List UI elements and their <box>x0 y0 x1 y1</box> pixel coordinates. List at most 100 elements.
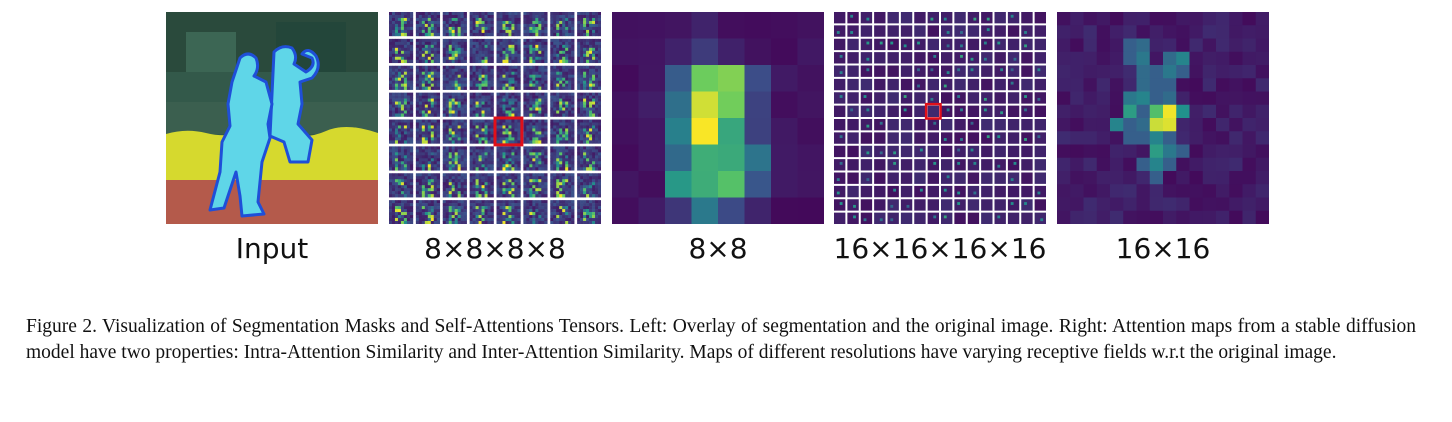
tensor8-cell <box>529 179 533 183</box>
tensor8-cell <box>389 17 393 22</box>
tensor8-cell <box>550 125 554 129</box>
tensor8-cell <box>577 152 581 156</box>
tensor8-cell <box>532 113 536 117</box>
tensor8-cell <box>463 26 467 31</box>
tensor8-cell <box>496 20 500 25</box>
tensor8-cell <box>430 29 435 34</box>
tensor8-cell <box>433 86 438 90</box>
tensor8-cell <box>517 128 521 132</box>
tensor8-cell <box>529 71 533 76</box>
tensor8-cell <box>487 38 491 43</box>
tensor8-cell <box>526 98 530 102</box>
tensor8-cell <box>544 191 548 195</box>
tensor8-cell <box>418 131 423 135</box>
tensor8-cell <box>535 146 539 150</box>
tensor8-cell <box>592 44 596 49</box>
tensor8-cell <box>460 137 464 141</box>
tensor8-cell <box>445 221 450 224</box>
tensor8-cell <box>421 107 426 111</box>
tensor8-cell <box>502 53 506 58</box>
tensor8-cell <box>502 125 506 129</box>
tensor8-cell <box>487 218 491 222</box>
tensor8-cell <box>583 83 587 87</box>
tensor8-cell <box>487 182 491 186</box>
tensor8-cell <box>403 131 408 135</box>
tensor8-cell <box>517 140 521 144</box>
tensor8-cell <box>589 146 593 150</box>
tensor8-cell <box>580 77 584 81</box>
tensor8-cell <box>430 104 435 108</box>
tensor8-cell <box>391 152 396 156</box>
tensor8-cell <box>598 80 601 84</box>
tensor8-cell <box>535 194 539 198</box>
tensor8-cell <box>463 155 467 159</box>
tensor8-cell <box>571 32 575 37</box>
tensor8-cell <box>535 158 539 162</box>
tensor8-cell <box>421 134 426 138</box>
tensor8-cell <box>481 134 485 138</box>
tensor8-cell <box>403 122 408 126</box>
tensor8-cell <box>526 86 530 90</box>
tensor8-cell <box>586 173 590 177</box>
map16-cell <box>1057 65 1071 79</box>
tensor8-cell <box>517 125 521 129</box>
tensor8-cell <box>427 12 432 16</box>
map16-cell <box>1229 118 1243 132</box>
tensor16-cell <box>1021 119 1033 131</box>
map16-cell <box>1189 65 1204 79</box>
tensor8-cell <box>580 188 584 192</box>
tensor16-cell <box>1021 78 1033 91</box>
tensor8-cell <box>496 128 500 132</box>
tensor8-cell <box>421 98 426 102</box>
tensor8-cell <box>550 59 554 64</box>
tensor8-cell <box>511 200 515 204</box>
tensor8-cell <box>421 188 426 192</box>
map8-cell <box>718 91 745 119</box>
tensor8-cell <box>538 14 542 19</box>
tensor8-cell <box>484 134 488 138</box>
attention-tensor-grid-8 <box>389 12 601 224</box>
tensor8-cell <box>454 56 458 61</box>
tensor8-cell <box>397 20 402 25</box>
tensor16-cell <box>900 159 913 171</box>
tensor8-cell <box>589 125 593 129</box>
tensor8-cell <box>448 221 453 224</box>
tensor8-cell <box>499 209 503 213</box>
tensor16-cell <box>900 172 913 184</box>
tensor8-cell <box>517 74 521 78</box>
tensor8-cell <box>421 215 426 219</box>
tensor8-cell <box>583 113 587 117</box>
tensor8-cell <box>409 104 414 108</box>
tensor8-cell <box>586 23 590 28</box>
tensor8-cell <box>586 146 590 150</box>
tensor8-cell <box>403 29 408 34</box>
tensor8-cell <box>583 12 587 16</box>
tensor8-cell <box>505 17 509 22</box>
tensor8-cell <box>562 203 566 207</box>
tensor8-cell <box>508 47 512 52</box>
tensor8-cell <box>502 119 506 123</box>
tensor8-cell <box>406 137 411 141</box>
tensor8-cell <box>514 155 518 159</box>
tensor8-cell <box>487 80 491 84</box>
map16-cell <box>1189 171 1204 185</box>
tensor8-cell <box>478 50 482 55</box>
tensor8-cell <box>553 44 557 49</box>
tensor8-cell <box>544 59 548 64</box>
tensor8-cell <box>418 119 423 123</box>
tensor8-cell <box>553 113 557 117</box>
tensor8-cell <box>427 83 432 87</box>
tensor8-cell <box>475 14 479 19</box>
tensor8-cell <box>433 140 438 144</box>
tensor8-cell <box>469 155 473 159</box>
tensor8-cell <box>505 23 509 28</box>
tensor16-cell <box>981 159 993 171</box>
tensor8-cell <box>586 71 590 76</box>
tensor8-cell <box>394 101 399 105</box>
tensor8-cell <box>517 146 521 150</box>
tensor8-cell <box>598 203 601 207</box>
tensor8-cell <box>409 56 414 61</box>
tensor8-cell <box>442 23 447 28</box>
tensor8-cell <box>427 53 432 58</box>
tensor8-cell <box>442 185 447 189</box>
